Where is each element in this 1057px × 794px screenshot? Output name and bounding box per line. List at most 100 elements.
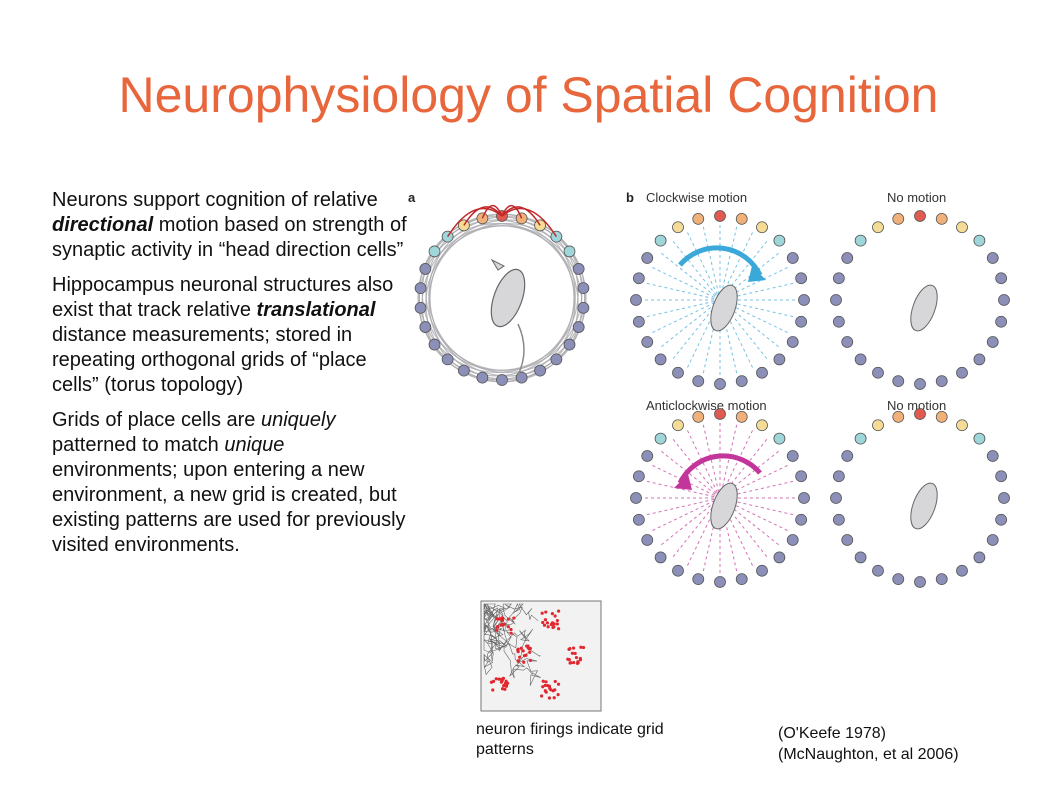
panel-b-letter: b bbox=[626, 190, 634, 205]
neuron-dot bbox=[872, 419, 884, 432]
neuron-dot bbox=[914, 210, 926, 222]
neuron-dot bbox=[641, 534, 654, 546]
neuron-dot bbox=[654, 432, 667, 445]
neuron-dot bbox=[672, 419, 684, 432]
neuron-dot bbox=[786, 450, 799, 462]
clockwise-arrow-icon bbox=[678, 245, 763, 277]
neuron-dot bbox=[672, 366, 684, 379]
neuron-dot bbox=[832, 470, 845, 483]
neuron-dot bbox=[832, 513, 845, 526]
neuron-dot bbox=[914, 378, 926, 390]
neuron-dot bbox=[419, 263, 432, 275]
neuron-dot bbox=[692, 573, 705, 586]
neuron-dot bbox=[773, 353, 786, 366]
neuron-dot bbox=[956, 366, 968, 379]
neuron-dot bbox=[672, 221, 684, 234]
neuron-dot bbox=[973, 353, 986, 366]
neuron-dot bbox=[995, 272, 1008, 285]
citation-mcnaughton: (McNaughton, et al 2006) bbox=[778, 746, 959, 763]
ring-anticlockwise bbox=[630, 408, 810, 588]
neuron-dot bbox=[973, 432, 986, 445]
rat-icon bbox=[490, 258, 526, 376]
neuron-dot bbox=[841, 450, 854, 462]
ring-clockwise bbox=[630, 210, 810, 390]
neuron-dot bbox=[632, 272, 645, 285]
neuron-dot bbox=[795, 470, 808, 483]
neuron-dot bbox=[441, 230, 454, 243]
panel-a-figure: a bbox=[408, 190, 590, 386]
bullet-head-direction: Neurons support cognition of relative di… bbox=[52, 189, 407, 261]
neuron-dot bbox=[841, 534, 854, 546]
neuron-dot bbox=[632, 315, 645, 328]
clockwise-arrowhead-icon bbox=[748, 266, 766, 282]
neuron-dot bbox=[654, 353, 667, 366]
neuron-dot bbox=[986, 252, 999, 264]
neuron-dot bbox=[441, 353, 454, 366]
neuron-dot bbox=[892, 410, 905, 423]
neuron-dot bbox=[973, 551, 986, 564]
neuron-dot bbox=[935, 375, 948, 388]
trajectory-trace bbox=[483, 603, 586, 700]
neuron-dot bbox=[914, 408, 926, 420]
label-no-motion-bottom: No motion bbox=[887, 398, 946, 413]
neuron-dot bbox=[735, 573, 748, 586]
neuron-dot bbox=[795, 272, 808, 285]
neuron-dot bbox=[795, 513, 808, 526]
neuron-dot bbox=[872, 564, 884, 577]
neuron-dot bbox=[735, 375, 748, 388]
neuron-dot bbox=[786, 534, 799, 546]
neuron-dot bbox=[773, 234, 786, 247]
neuron-dot bbox=[476, 371, 489, 384]
neuron-dot bbox=[756, 366, 768, 379]
neuron-dot bbox=[892, 375, 905, 388]
neuron-dot bbox=[998, 294, 1010, 306]
label-no-motion-top: No motion bbox=[887, 190, 946, 205]
neuron-dot bbox=[830, 294, 842, 306]
slide-title: Neurophysiology of Spatial Cognition bbox=[118, 67, 939, 123]
neuron-dot bbox=[786, 336, 799, 348]
neuron-dot bbox=[854, 551, 867, 564]
neuron-dot bbox=[756, 221, 768, 234]
neuron-dot bbox=[773, 432, 786, 445]
neuron-dot bbox=[773, 551, 786, 564]
neuron-dot bbox=[457, 364, 470, 377]
neuron-dot bbox=[995, 513, 1008, 526]
neuron-dot bbox=[641, 252, 654, 264]
label-anticlockwise: Anticlockwise motion bbox=[646, 398, 767, 413]
neuron-dot bbox=[714, 378, 726, 390]
neuron-dot bbox=[798, 492, 810, 504]
rat-icon bbox=[710, 482, 738, 530]
neuron-dot bbox=[632, 470, 645, 483]
neuron-dot bbox=[830, 492, 842, 504]
neuron-dot bbox=[714, 576, 726, 588]
neuron-dot bbox=[563, 338, 576, 351]
panel-a-letter: a bbox=[408, 190, 416, 205]
neuron-dot bbox=[872, 221, 884, 234]
neuron-dot bbox=[986, 336, 999, 348]
ring-no-motion-top bbox=[830, 210, 1010, 390]
neuron-dot bbox=[935, 410, 948, 423]
neuron-dot bbox=[986, 534, 999, 546]
neuron-dot bbox=[654, 234, 667, 247]
anticlockwise-arrow-icon bbox=[677, 453, 762, 485]
neuron-dot bbox=[756, 564, 768, 577]
neuron-dot bbox=[428, 338, 441, 351]
neuron-dot bbox=[956, 221, 968, 234]
neuron-dot bbox=[956, 419, 968, 432]
neuron-dot bbox=[914, 576, 926, 588]
neuron-dot bbox=[786, 252, 799, 264]
neuron-dot bbox=[563, 245, 576, 258]
panel-b-figure: b Clockwise motion No motion Anticlockwi… bbox=[626, 190, 1010, 588]
bullet-grid-patterns: Grids of place cells are uniquely patter… bbox=[52, 409, 406, 556]
rat-icon bbox=[710, 284, 738, 332]
neuron-dot bbox=[419, 321, 432, 333]
neuron-dot bbox=[572, 263, 585, 275]
neuron-dot bbox=[515, 212, 528, 225]
neuron-dot bbox=[692, 410, 705, 423]
bullet-place-cells: Hippocampus neuronal structures also exi… bbox=[52, 274, 394, 396]
neuron-dot bbox=[832, 272, 845, 285]
neuron-dot bbox=[998, 492, 1010, 504]
neuron-dot bbox=[641, 450, 654, 462]
neuron-dot bbox=[735, 212, 748, 225]
neuron-dot bbox=[892, 573, 905, 586]
